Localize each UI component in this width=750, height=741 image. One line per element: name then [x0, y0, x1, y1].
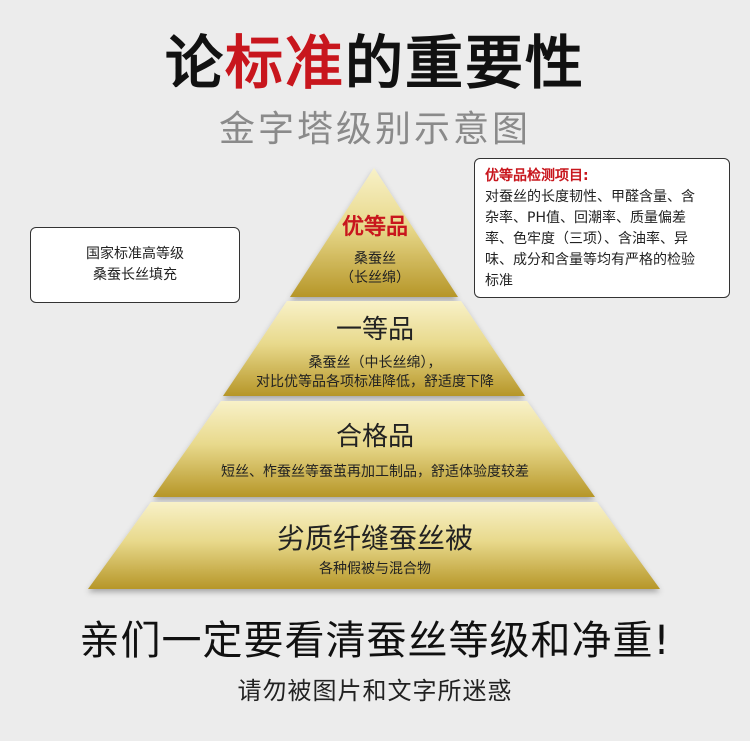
- tier-third-title: 合格品: [335, 422, 414, 452]
- right-note-line-2: 杂率、PH值、回潮率、质量偏差: [485, 210, 686, 226]
- footer-slogan: 亲们一定要看清蚕丝等级和净重!: [79, 618, 671, 664]
- pyramid-tier-second: [223, 301, 525, 396]
- right-note-line-5: 标准: [485, 273, 513, 289]
- tier-top-desc-line-1: 桑蚕丝: [354, 251, 396, 267]
- footer-tagline: 请勿被图片和文字所迷惑: [237, 677, 513, 705]
- left-note-line-1: 国家标准高等级: [86, 246, 184, 262]
- tier-bottom-desc-line-1: 各种假被与混合物: [319, 561, 431, 577]
- tier-second-desc-line-2: 对比优等品各项标准降低，舒适度下降: [256, 374, 494, 390]
- tier-top-desc-line-2: （长丝绵）: [340, 270, 410, 286]
- tier-bottom-title: 劣质纤缝蚕丝被: [276, 522, 473, 555]
- right-note-heading: 优等品检测项目:: [485, 168, 589, 184]
- tier-second-desc-line-1: 桑蚕丝（中长丝绵），: [308, 355, 442, 371]
- page-subtitle: 金字塔级别示意图: [218, 109, 531, 150]
- tier-top-title: 优等品: [341, 215, 408, 240]
- title-post: 的重要性: [345, 29, 586, 97]
- right-note-box: 优等品检测项目: 对蚕丝的长度韧性、甲醛含量、含 杂率、PH值、回潮率、质量偏差…: [474, 158, 730, 298]
- title-highlight: 标准: [224, 29, 345, 97]
- left-note-box: 国家标准高等级 桑蚕长丝填充: [30, 227, 240, 303]
- page-title: 论标准的重要性: [0, 30, 750, 96]
- right-note-line-4: 味、成分和含量等均有严格的检验: [485, 252, 695, 268]
- pyramid-tier-bottom: [88, 502, 660, 589]
- title-pre: 论: [164, 29, 225, 97]
- tier-third-desc-line-1: 短丝、柞蚕丝等蚕茧再加工制品，舒适体验度较差: [221, 464, 529, 480]
- left-note-line-2: 桑蚕长丝填充: [93, 267, 177, 283]
- right-note-line-3: 率、色牢度（三项）、含油率、异: [485, 231, 688, 247]
- right-note-line-1: 对蚕丝的长度韧性、甲醛含量、含: [485, 189, 695, 205]
- pyramid-tier-top: [290, 168, 458, 297]
- pyramid-tier-third: [153, 401, 595, 497]
- tier-second-title: 一等品: [335, 315, 414, 345]
